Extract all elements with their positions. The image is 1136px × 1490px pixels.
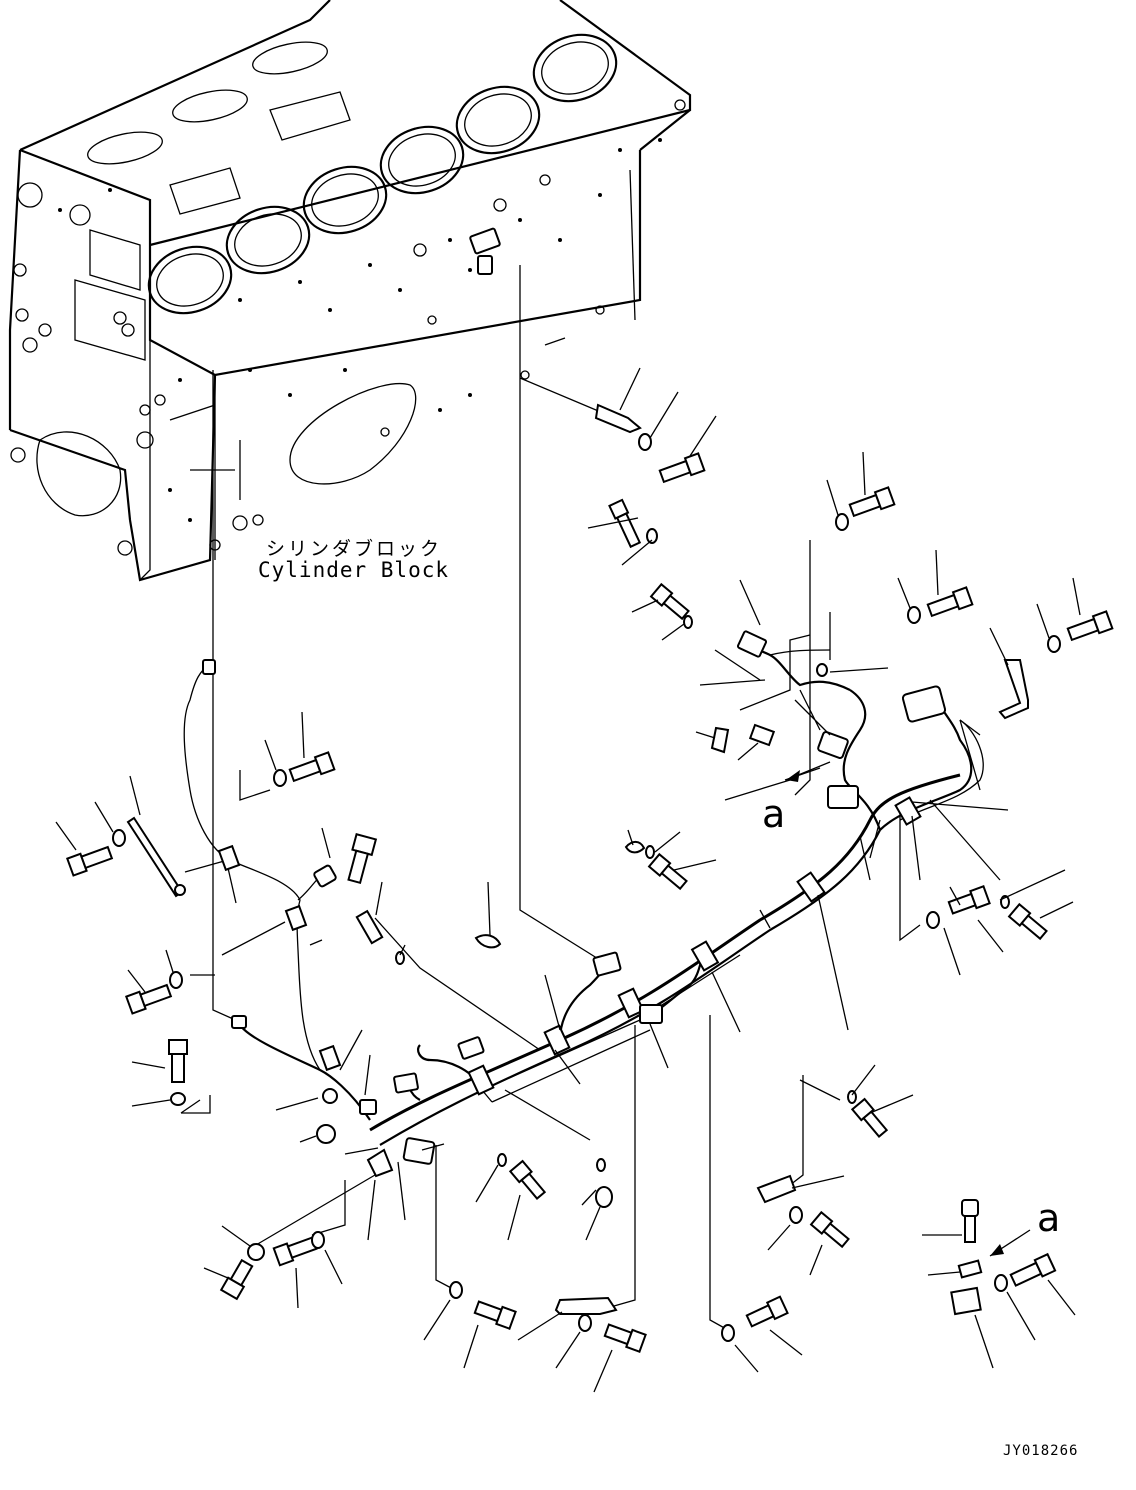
bolts bbox=[66, 452, 1114, 1353]
brackets bbox=[126, 403, 1029, 1315]
cylinder-block-label-jp: シリンダブロック bbox=[266, 538, 443, 560]
harness-connectors bbox=[202, 630, 947, 1165]
view-marker-a-lower: a bbox=[1037, 1196, 1061, 1240]
drawing-id: JY018266 bbox=[1003, 1443, 1079, 1459]
cylinder-block-label-en: Cylinder Block bbox=[258, 558, 450, 582]
view-marker-a-upper: a bbox=[762, 792, 786, 836]
block-small-holes bbox=[58, 138, 662, 522]
cylinder-bores bbox=[87, 33, 618, 315]
block-sensor-connector bbox=[469, 227, 501, 275]
callout-leaders bbox=[55, 367, 1081, 1393]
harness-clamps bbox=[217, 796, 922, 1096]
block-bosses bbox=[10, 99, 686, 556]
washers bbox=[112, 433, 1061, 1342]
cylinder-block bbox=[8, 0, 692, 582]
projection-lines bbox=[180, 265, 1001, 1331]
main-harness bbox=[183, 630, 984, 1165]
